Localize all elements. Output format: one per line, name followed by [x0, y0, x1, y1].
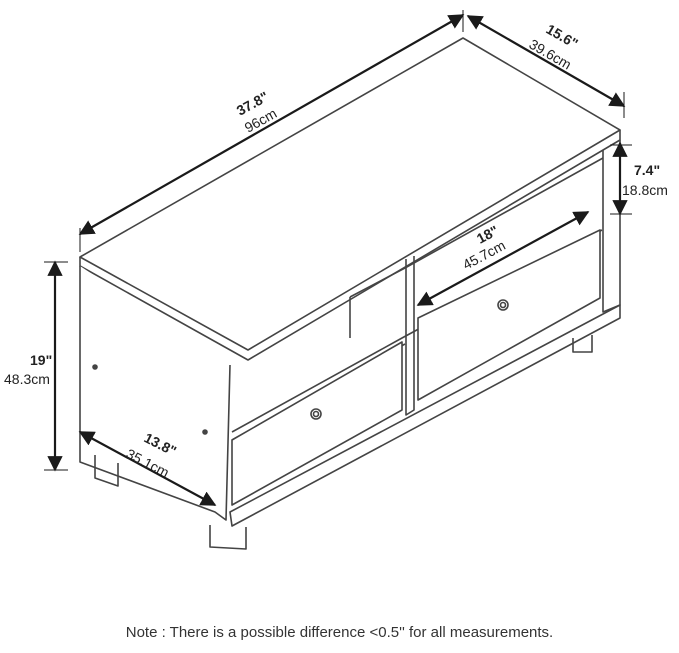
- height-inch-label: 19": [30, 352, 52, 368]
- bottom-board: [229, 304, 621, 527]
- top-board-edge: [79, 130, 621, 361]
- dimension-arrows: [44, 10, 632, 506]
- depth-arrow: [466, 15, 626, 107]
- measurement-note: Note : There is a possible difference <0…: [125, 624, 554, 641]
- foot-front: [209, 525, 247, 550]
- shelf-height-cm-label: 18.8cm: [622, 182, 668, 198]
- left-drawer: [231, 341, 403, 506]
- inner-width-arrow: [416, 211, 590, 306]
- shelf-height-inch-label: 7.4": [634, 162, 660, 178]
- center-divider: [405, 256, 415, 416]
- side-depth-arrow: [78, 431, 217, 506]
- right-side-panel: [602, 140, 621, 313]
- height-cm-label: 48.3cm: [4, 371, 50, 387]
- width-arrow: [78, 14, 465, 235]
- foot-right: [572, 335, 593, 353]
- left-drawer-handle: [310, 408, 322, 420]
